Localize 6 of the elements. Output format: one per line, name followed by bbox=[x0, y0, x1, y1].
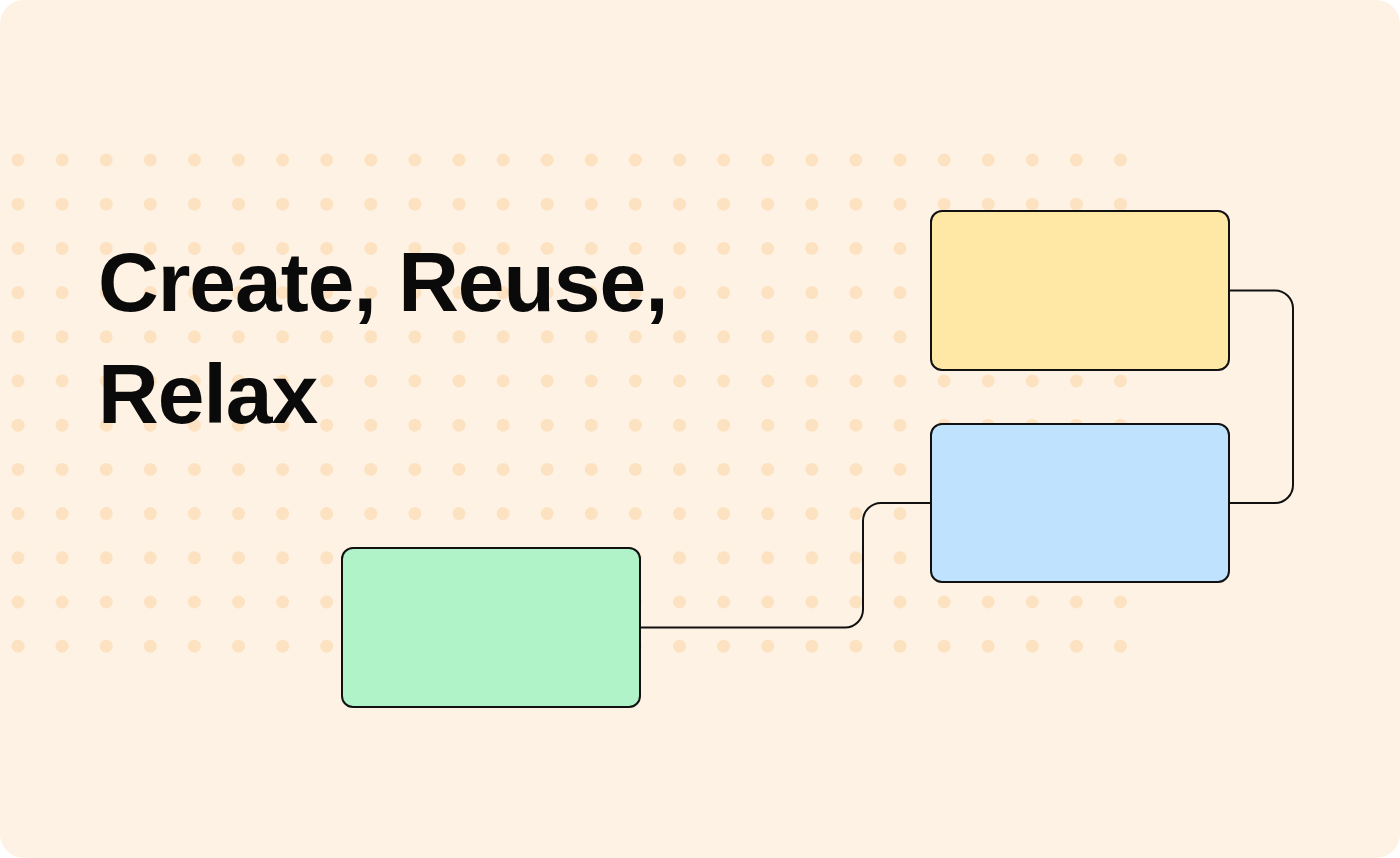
connector-line bbox=[640, 502, 931, 629]
rounded-box bbox=[930, 423, 1230, 583]
rounded-box bbox=[341, 547, 641, 708]
connector-line bbox=[1229, 289, 1294, 504]
rounded-box bbox=[930, 210, 1230, 371]
title: Create, Reuse, Relax bbox=[98, 234, 669, 443]
